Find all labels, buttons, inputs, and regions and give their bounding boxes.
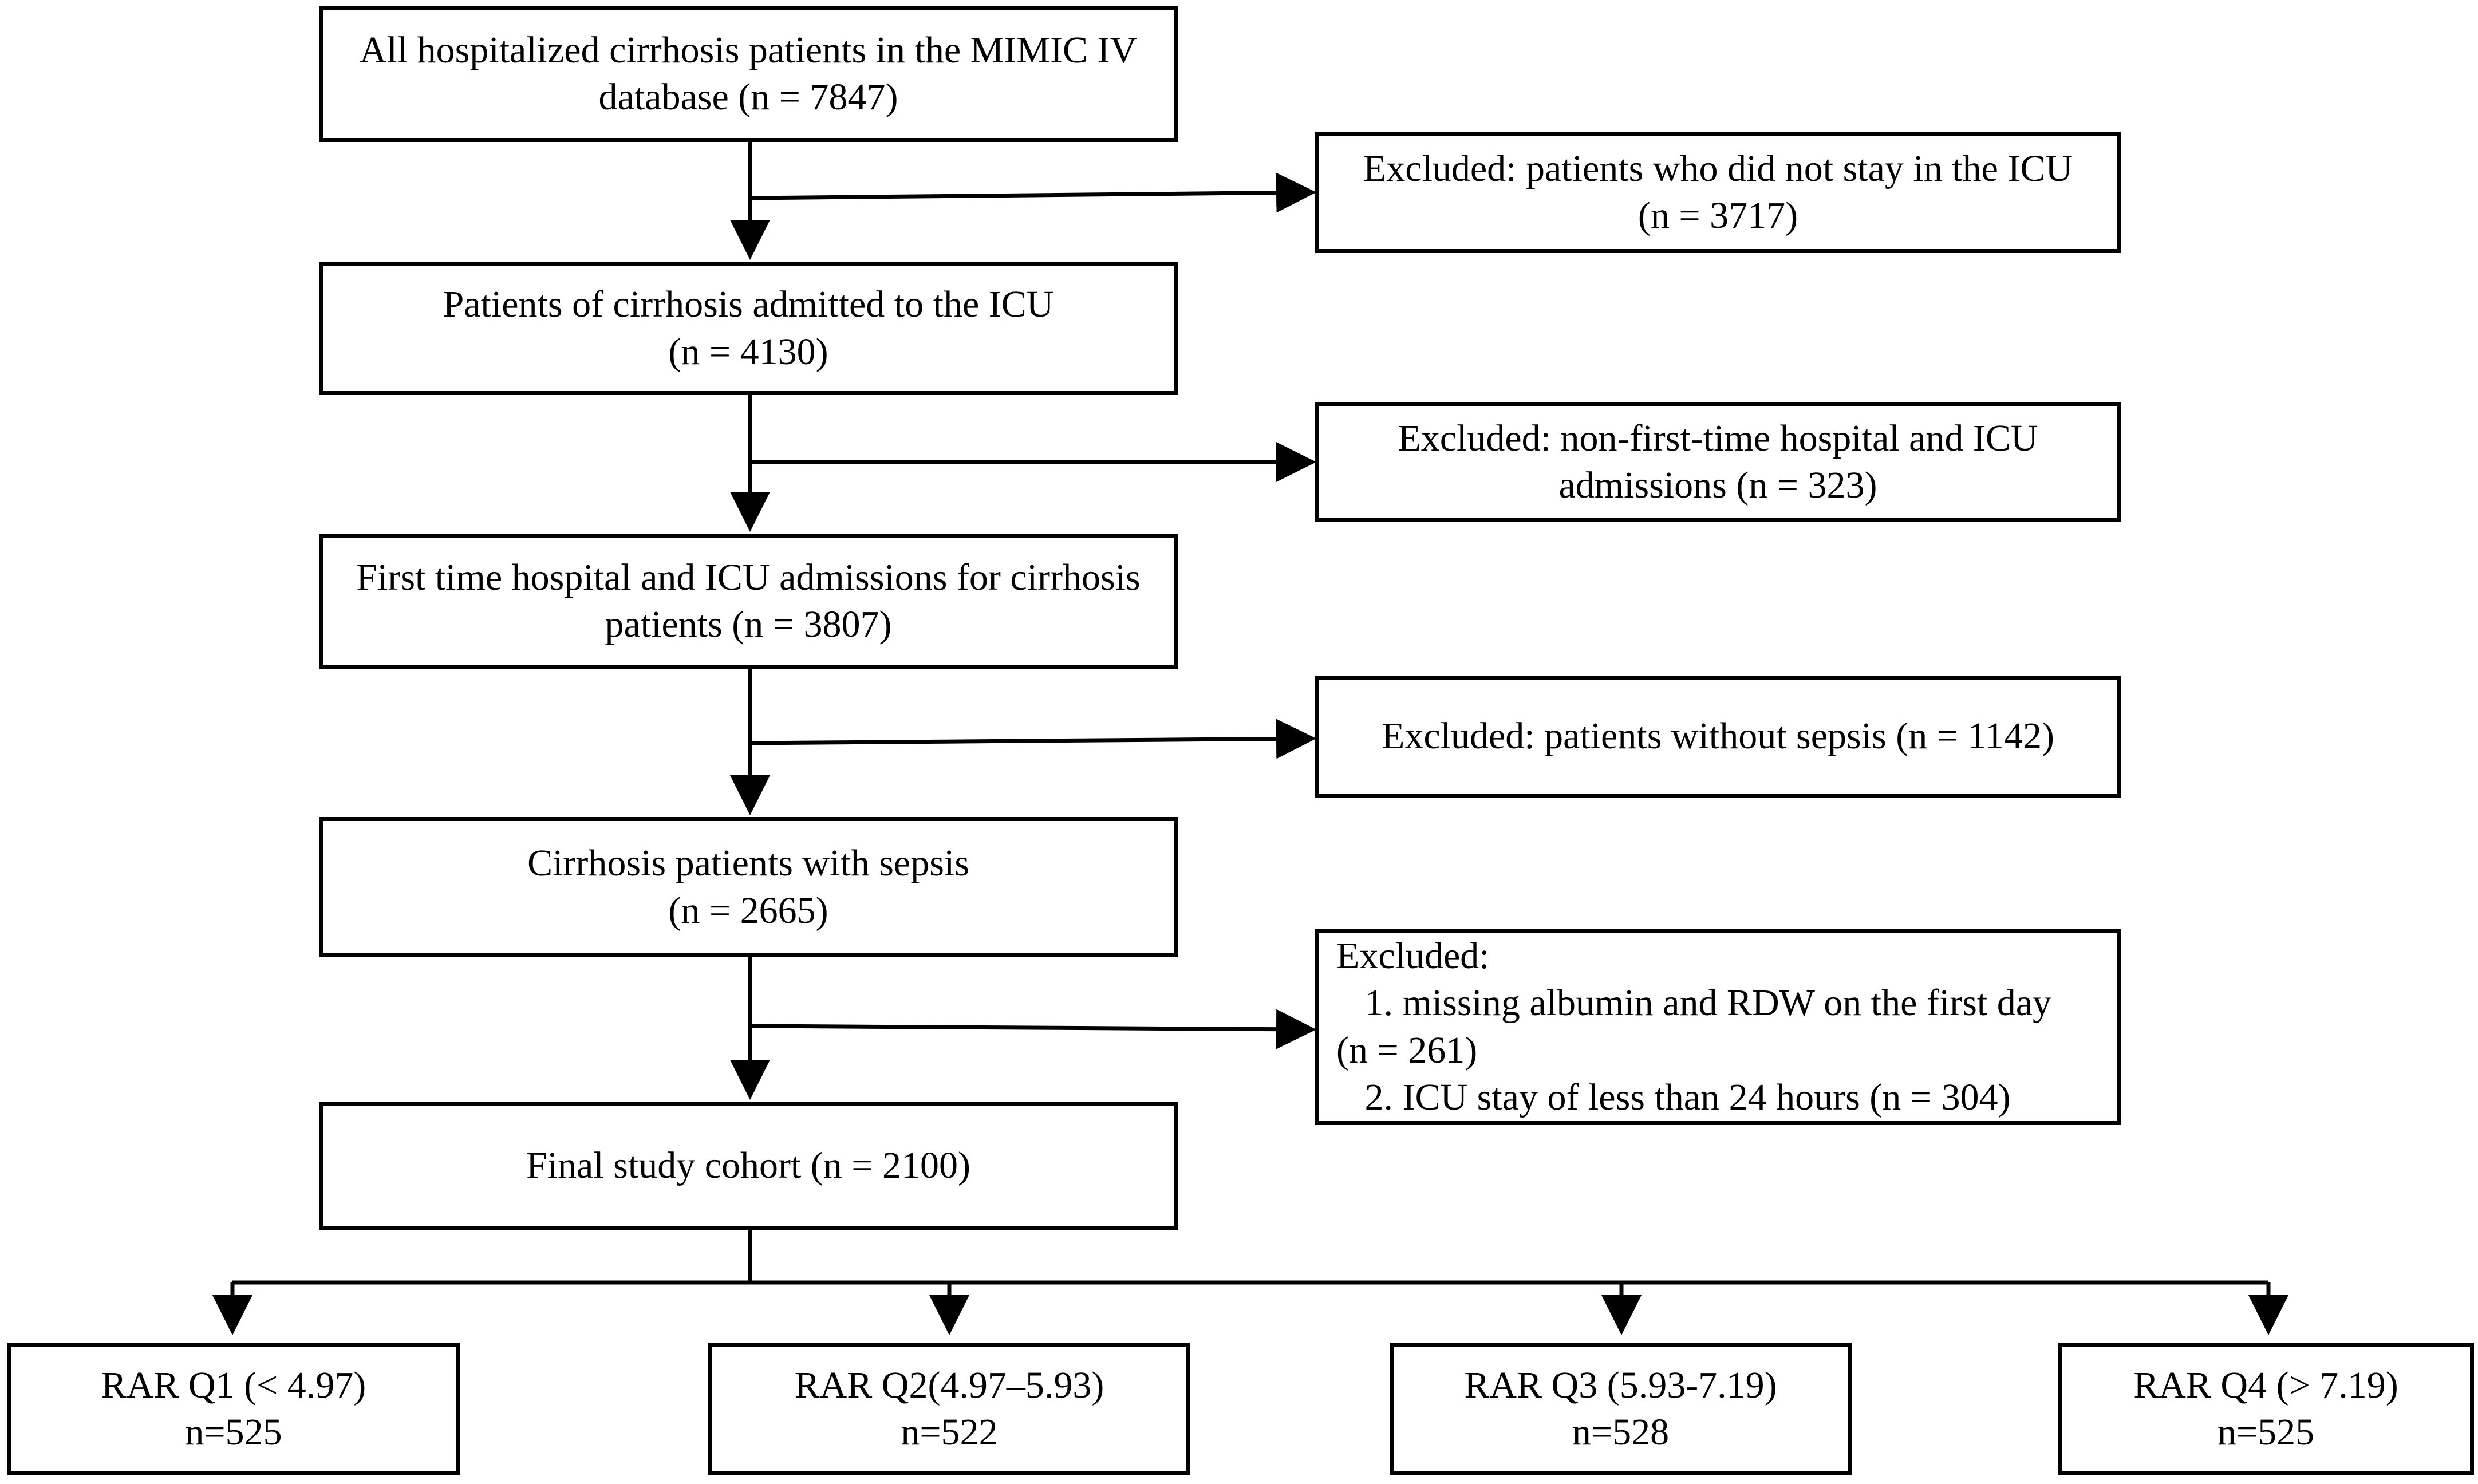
box-exclusion-no-sepsis: Excluded: patients without sepsis (n = 1… bbox=[1315, 676, 2121, 798]
box-final-cohort: Final study cohort (n = 2100) bbox=[319, 1102, 1178, 1230]
box-first-admissions-line-1: First time hospital and ICU admissions f… bbox=[356, 556, 1141, 598]
box-icu-patients: Patients of cirrhosis admitted to the IC… bbox=[319, 262, 1178, 395]
box-sepsis-patients: Cirrhosis patients with sepsis (n = 2665… bbox=[319, 817, 1178, 957]
box-exclusion-non-first: Excluded: non-first-time hospital and IC… bbox=[1315, 402, 2121, 522]
box-exclusion-non-first-line-2: admissions (n = 323) bbox=[1558, 464, 1877, 506]
box-final-cohort-line-1: Final study cohort (n = 2100) bbox=[526, 1144, 970, 1186]
box-exclusion-missing-data: Excluded: 1. missing albumin and RDW on … bbox=[1315, 929, 2121, 1125]
box-first-admissions: First time hospital and ICU admissions f… bbox=[319, 534, 1178, 669]
box-group-q4-count: n=525 bbox=[2217, 1411, 2315, 1453]
box-exclusion-non-first-line-1: Excluded: non-first-time hospital and IC… bbox=[1398, 417, 2038, 459]
box-all-patients-line-1: All hospitalized cirrhosis patients in t… bbox=[359, 29, 1138, 71]
box-exclusion-missing-data-line-3: (n = 261) bbox=[1336, 1029, 1478, 1071]
exclusion-arrow-1 bbox=[749, 172, 1316, 213]
box-exclusion-no-sepsis-line-1: Excluded: patients without sepsis (n = 1… bbox=[1382, 715, 2054, 757]
box-exclusion-missing-data-line-2: 1. missing albumin and RDW on the first … bbox=[1336, 982, 2052, 1024]
box-sepsis-patients-line-1: Cirrhosis patients with sepsis bbox=[527, 842, 969, 884]
box-group-q2-count: n=522 bbox=[901, 1411, 998, 1453]
box-group-q3-label: RAR Q3 (5.93-7.19) bbox=[1464, 1364, 1777, 1406]
box-group-q3: RAR Q3 (5.93-7.19) n=528 bbox=[1390, 1343, 1852, 1475]
box-group-q2: RAR Q2(4.97–5.93) n=522 bbox=[708, 1343, 1190, 1475]
box-group-q1-label: RAR Q1 (< 4.97) bbox=[101, 1364, 366, 1406]
exclusion-arrow-3 bbox=[749, 719, 1316, 759]
box-group-q2-label: RAR Q2(4.97–5.93) bbox=[794, 1364, 1104, 1406]
box-exclusion-no-icu-line-2: (n = 3717) bbox=[1637, 195, 1798, 236]
box-group-q1-count: n=525 bbox=[185, 1411, 282, 1453]
box-group-q4: RAR Q4 (> 7.19) n=525 bbox=[2058, 1343, 2474, 1475]
box-icu-patients-line-1: Patients of cirrhosis admitted to the IC… bbox=[443, 283, 1054, 325]
box-icu-patients-line-2: (n = 4130) bbox=[668, 330, 828, 373]
box-all-patients-line-2: database (n = 7847) bbox=[598, 76, 898, 118]
box-exclusion-no-icu: Excluded: patients who did not stay in t… bbox=[1315, 132, 2121, 253]
box-exclusion-no-icu-line-1: Excluded: patients who did not stay in t… bbox=[1363, 147, 2073, 190]
box-exclusion-missing-data-line-4: 2. ICU stay of less than 24 hours (n = 3… bbox=[1336, 1076, 2011, 1118]
box-exclusion-missing-data-line-1: Excluded: bbox=[1336, 934, 1490, 977]
box-first-admissions-line-2: patients (n = 3807) bbox=[605, 603, 892, 645]
box-sepsis-patients-line-2: (n = 2665) bbox=[668, 889, 828, 932]
exclusion-arrow-4 bbox=[749, 1009, 1316, 1049]
box-group-q1: RAR Q1 (< 4.97) n=525 bbox=[7, 1343, 460, 1475]
box-group-q3-count: n=528 bbox=[1572, 1411, 1670, 1453]
box-group-q4-label: RAR Q4 (> 7.19) bbox=[2133, 1364, 2398, 1406]
box-all-patients: All hospitalized cirrhosis patients in t… bbox=[319, 6, 1178, 142]
